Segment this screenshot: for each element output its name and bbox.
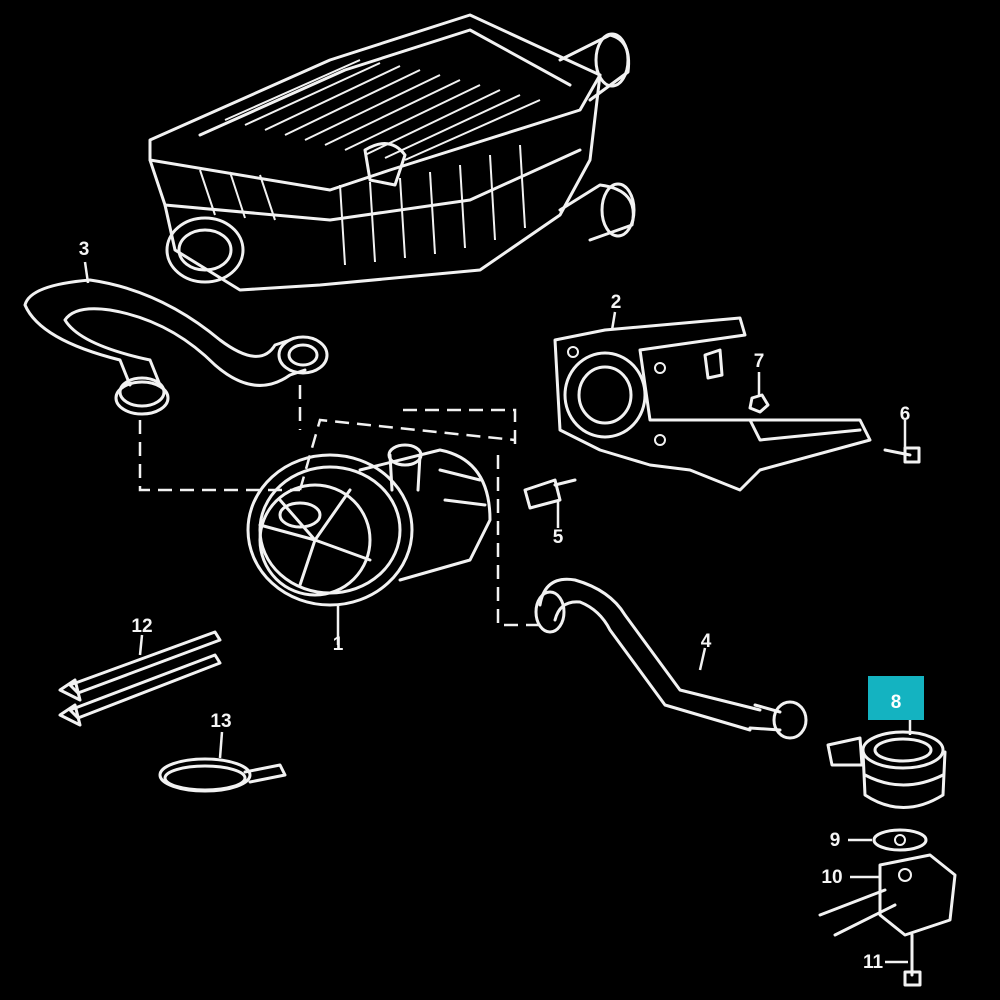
bolt-6 — [883, 446, 921, 464]
connector-5 — [523, 478, 577, 510]
callout-8-highlighted: 8 — [868, 676, 924, 720]
bracket-2 — [553, 316, 872, 492]
leader-lines — [83, 261, 912, 964]
callout-2: 2 — [610, 292, 622, 313]
connection-lines — [138, 385, 540, 627]
callout-5: 5 — [552, 527, 564, 548]
callout-7: 7 — [753, 351, 765, 372]
callout-12: 12 — [131, 616, 153, 637]
air-filter-housing — [148, 13, 636, 292]
hose-4 — [534, 577, 808, 740]
bolt-11 — [903, 933, 922, 987]
gasket-9 — [872, 828, 928, 852]
air-pump-1 — [246, 443, 492, 607]
nut-7 — [748, 393, 770, 414]
callout-1: 1 — [332, 634, 344, 655]
valve-8 — [826, 730, 947, 809]
hose-3 — [23, 278, 329, 416]
cable-tie-12 — [58, 630, 222, 727]
callout-4: 4 — [700, 631, 712, 652]
callout-6: 6 — [899, 404, 911, 425]
flange-10 — [818, 853, 957, 937]
clamp-13 — [158, 757, 287, 793]
callout-9: 9 — [829, 830, 841, 851]
callout-13: 13 — [210, 711, 232, 732]
callout-3: 3 — [78, 239, 90, 260]
callout-11: 11 — [862, 952, 884, 973]
callout-10: 10 — [821, 867, 843, 888]
